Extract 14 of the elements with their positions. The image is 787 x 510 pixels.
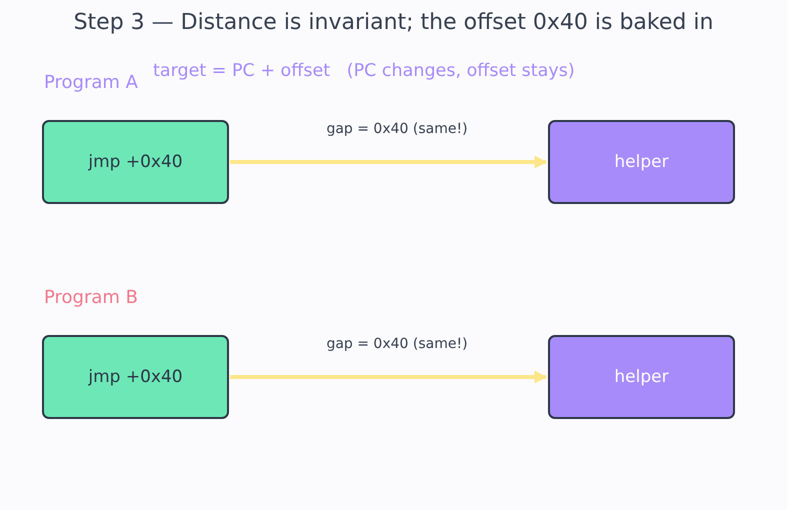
arrow (230, 156, 548, 168)
section-heading: Program B (44, 287, 138, 308)
instruction-box (42, 335, 229, 419)
node-label: helper (614, 152, 669, 172)
function-box (548, 335, 735, 419)
diagram-title: Step 3 — Distance is invariant; the offset 0x40 is baked in (72, 10, 714, 35)
node-label: jmp +0x40 (88, 367, 183, 387)
instruction-box (42, 120, 229, 204)
node-label: helper (614, 367, 669, 387)
function-box (548, 120, 735, 204)
node-label: jmp +0x40 (88, 152, 183, 172)
formula-note: target = PC + offset (PC changes, offset stays) (153, 61, 575, 81)
section-heading: Program A (44, 72, 138, 93)
arrow (230, 370, 548, 384)
